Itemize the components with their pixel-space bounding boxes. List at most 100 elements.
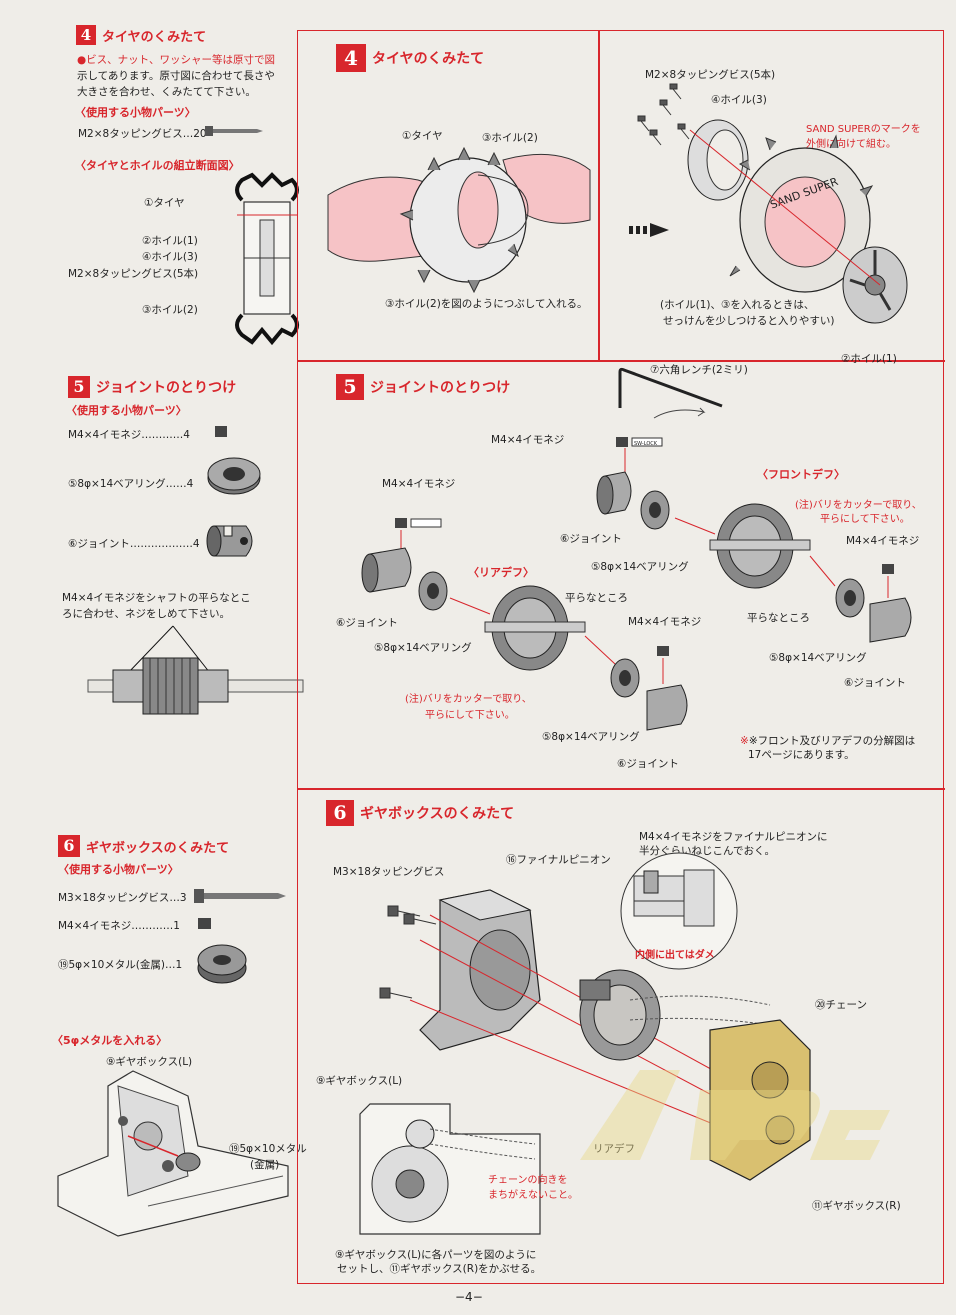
bearing-icon: [207, 457, 261, 495]
sw-lock-tag: SW-LOCK: [634, 441, 658, 447]
part-setscrew: M4×4イモネジ…………4: [68, 429, 190, 441]
pinion-note-1: M4×4イモネジをファイナルピニオンに: [639, 831, 828, 843]
metal-bushing-icon: [197, 944, 247, 984]
tapping-screws-illustration: [637, 83, 690, 146]
burr-note-rear-2: 平らにして下さい。: [425, 710, 515, 721]
label-chain: ⑳チェーン: [815, 999, 867, 1011]
label-setscrew-c: M4×4イモネジ: [846, 535, 920, 547]
frame-divider: [297, 360, 945, 362]
section-title: タイヤのくみたて: [372, 51, 485, 67]
label-joint-b: ⑥ジョイント: [336, 617, 398, 629]
label-tire: ①タイヤ: [144, 197, 185, 209]
label-setscrew-a: M4×4イモネジ: [491, 434, 565, 446]
metal-insert-header: 〈5φメタルを入れる〉: [52, 1034, 168, 1047]
chain-routing-inset: [359, 1103, 541, 1235]
differential-with-joints-diagram: [87, 625, 304, 715]
label-joint-a: ⑥ジョイント: [560, 533, 622, 545]
frame-divider: [598, 30, 600, 360]
setscrew-icon: [215, 426, 227, 437]
front-diff-group: SW-LOCK: [596, 437, 912, 643]
part-metal: ⑲5φ×10メタル(金属)…1: [58, 959, 183, 971]
setscrew-note: M4×4イモネジをシャフトの平らなとこ ろに合わせ、ネジをしめて下さい。: [62, 590, 302, 622]
part-bearing: ⑤8φ×14ベアリング……4: [68, 478, 194, 490]
rear-diff-header: 〈リアデフ〉: [468, 566, 534, 579]
label-joint-c: ⑥ジョイント: [844, 677, 906, 689]
burr-note-front-2: 平らにして下さい。: [820, 514, 910, 525]
label-bearing-d: ⑤8φ×14ベアリング: [542, 731, 640, 743]
gearbox-metal-diagram: [57, 1070, 289, 1237]
label-gearbox-l: ⑨ギヤボックス(L): [316, 1075, 403, 1087]
label-wheel1: ②ホイル(1): [142, 235, 198, 247]
label-screws: M2×8タッピングビス(5本): [645, 69, 776, 81]
label-setscrew-d: M4×4イモネジ: [628, 616, 702, 628]
label-flat-rear: 平らなところ: [565, 592, 628, 604]
label-wheel3: ④ホイル(3): [142, 251, 198, 263]
section-title: ギヤボックスのくみたて: [360, 806, 515, 822]
gearbox-exploded-diagram: [379, 889, 811, 1181]
soap-note-2: せっけんを少しつけると入りやすい): [663, 315, 835, 327]
label-metal-material: (金属): [250, 1159, 280, 1171]
note-line-1: ●ビス、ナット、ワッシャー等は原寸で図: [77, 54, 275, 66]
parts-header: 〈使用する小物パーツ〉: [66, 404, 187, 417]
label-wheel3: ④ホイル(3): [711, 94, 767, 106]
cross-section-header: 〈タイヤとホイルの組立断面図〉: [75, 159, 240, 172]
right-section-6-header: 6 ギヤボックスのくみたて: [326, 800, 514, 826]
bottom-instruction-1: ⑨ギヤボックス(L)に各パーツを図のように: [335, 1249, 537, 1261]
section-title: タイヤのくみたて: [102, 29, 207, 45]
step-number: 6: [58, 835, 80, 857]
frame-divider: [297, 788, 945, 790]
chain-direction-note-1: チェーンの向きを: [488, 1175, 568, 1186]
parts-header: 〈使用する小物パーツ〉: [75, 106, 196, 119]
left-section-5-header: 5 ジョイントのとりつけ: [68, 376, 236, 398]
sand-super-note-2: 外側に向けて組む。: [806, 139, 896, 150]
label-setscrew-b: M4×4イモネジ: [382, 478, 456, 490]
rear-diff-group: [361, 518, 688, 731]
joint-bearing-exploded-diagram: SW-LOCK: [361, 437, 912, 731]
section-title: ギヤボックスのくみたて: [86, 840, 230, 856]
label-wheel2: ③ホイル(2): [142, 304, 198, 316]
burr-note-front-1: (注)バリをカッターで取り、: [795, 500, 922, 511]
label-final-pinion: ⑯ファイナルピニオン: [506, 854, 611, 866]
pinion-detail-inset: [620, 852, 738, 970]
soap-note-1: (ホイル(1)、③を入れるときは、: [660, 299, 815, 311]
label-bearing-c: ⑤8φ×14ベアリング: [769, 652, 867, 664]
label-flat-front: 平らなところ: [747, 612, 810, 624]
size-note: ●ビス、ナット、ワッシャー等は原寸で図 示してあります。原寸図に合わせて長さや …: [77, 52, 307, 100]
long-screw-icon: [194, 889, 286, 903]
label-metal: ⑲5φ×10メタル: [229, 1143, 307, 1155]
label-gearbox-r: ⑪ギヤボックス(R): [812, 1200, 901, 1212]
page-number: −4−: [455, 1290, 483, 1304]
screw-icon: [205, 126, 263, 136]
step-number: 5: [68, 376, 90, 398]
instruction-frame: [297, 30, 944, 1284]
parts-header: 〈使用する小物パーツ〉: [58, 863, 179, 876]
bottom-instruction-2: セットし、⑪ギヤボックス(R)をかぶせる。: [337, 1263, 542, 1275]
sand-super-note-1: SAND SUPERのマークを: [806, 124, 921, 135]
setscrew-icon: [198, 918, 211, 929]
right-section-4-header: 4 タイヤのくみたて: [336, 44, 484, 72]
note-line-2: 示してあります。原寸図に合わせて長さや: [77, 70, 275, 82]
diff-reference-note-1: ※※フロント及びリアデフの分解図は: [740, 735, 916, 747]
joint-icon: [206, 525, 253, 557]
label-screws: M2×8タッピングビス(5本): [68, 268, 199, 280]
left-section-6-header: 6 ギヤボックスのくみたて: [58, 835, 229, 857]
burr-note-rear-1: (注)バリをカッターで取り、: [405, 694, 532, 705]
label-tire: ①タイヤ: [402, 130, 443, 142]
tire-cross-section-diagram: [235, 172, 299, 346]
note-line-1: M4×4イモネジをシャフトの平らなとこ: [62, 592, 251, 604]
label-squeeze-instruction: ③ホイル(2)を図のようにつぶして入れる。: [385, 298, 588, 310]
chain-direction-note-2: まちがえないこと。: [488, 1190, 578, 1201]
step-number: 6: [326, 800, 354, 826]
label-hex-wrench: ⑦六角レンチ(2ミリ): [650, 364, 748, 376]
label-rear-diff: リアデフ: [593, 1143, 635, 1155]
step-number: 4: [76, 25, 96, 45]
label-gearbox-l: ⑨ギヤボックス(L): [106, 1056, 193, 1068]
label-wheel2: ③ホイル(2): [482, 132, 538, 144]
squeeze-wheel-illustration: [327, 146, 591, 294]
label-bearing-a: ⑤8φ×14ベアリング: [591, 561, 689, 573]
not-inside-warning: 内側に出てはダメ: [635, 950, 715, 961]
section-title: ジョイントのとりつけ: [96, 380, 237, 396]
note-line-2: ろに合わせ、ネジをしめて下さい。: [62, 608, 230, 620]
part-m3-screw: M3×18タッピングビス…3: [58, 892, 187, 904]
